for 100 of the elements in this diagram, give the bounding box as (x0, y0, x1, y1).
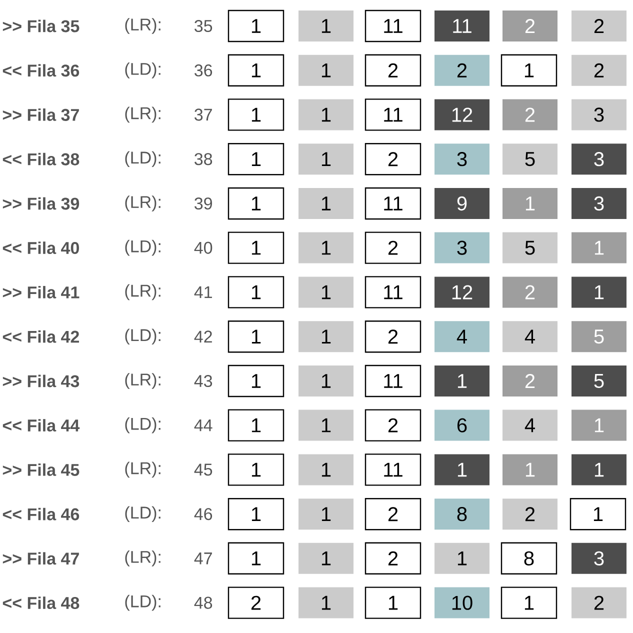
stitch-count-box: 11 (364, 364, 422, 398)
row-number: 40 (194, 242, 212, 254)
stitch-count-box: 4 (502, 410, 558, 441)
stitch-count-box: 1 (572, 410, 626, 441)
stitch-count-box: 9 (434, 188, 490, 219)
direction-label: (LR): (125, 284, 160, 300)
stitch-count-box: 2 (572, 587, 626, 618)
stitch-count-box: 1 (298, 232, 354, 264)
stitch-count-box: 6 (434, 410, 490, 441)
row-number: 46 (194, 508, 212, 520)
stitch-count-box: 11 (434, 10, 490, 42)
stitch-count-box: 1 (228, 498, 284, 530)
stitch-count-box: 1 (364, 586, 422, 619)
stitch-count-box: 8 (500, 542, 558, 574)
stitch-count-box: 2 (364, 54, 422, 86)
stitch-count-box: 1 (298, 454, 354, 486)
stitch-count-box: 5 (502, 232, 558, 264)
stitch-count-box: 2 (364, 320, 422, 353)
stitch-count-box: 3 (434, 232, 490, 264)
direction-label: (LR): (125, 196, 160, 212)
stitch-count-box: 1 (298, 587, 354, 618)
stitch-count-box: 11 (364, 187, 422, 220)
stitch-count-box: 2 (572, 10, 626, 42)
stitch-count-box: 1 (228, 542, 284, 574)
stitch-count-box: 1 (228, 364, 284, 398)
direction-label: (LD): (125, 151, 160, 168)
direction-label: (LR): (125, 550, 160, 566)
row-label: >> Fila 43 (2, 374, 80, 388)
stitch-count-box: 2 (364, 232, 422, 264)
stitch-count-box: 12 (434, 276, 490, 308)
stitch-count-box: 2 (228, 586, 284, 619)
stitch-count-box: 12 (434, 99, 490, 130)
stitch-count-box: 1 (228, 98, 284, 131)
stitch-count-box: 1 (228, 10, 284, 42)
stitch-count-box: 1 (228, 232, 284, 264)
stitch-count-box: 1 (434, 542, 490, 574)
stitch-count-box: 5 (572, 366, 626, 396)
stitch-count-box: 1 (572, 232, 626, 264)
row-label: >> Fila 47 (2, 552, 79, 565)
stitch-count-box: 11 (364, 10, 422, 42)
row-label: << Fila 40 (2, 242, 79, 254)
stitch-count-box: 2 (502, 99, 558, 130)
row-number: 39 (194, 197, 212, 210)
stitch-count-box: 2 (364, 498, 422, 530)
stitch-count-box: 1 (572, 276, 626, 308)
row-label: << Fila 38 (2, 152, 80, 166)
stitch-count-box: 1 (298, 542, 354, 574)
row-number: 42 (194, 330, 212, 343)
row-number: 48 (194, 596, 212, 609)
stitch-count-box: 1 (228, 187, 284, 220)
row-label: << Fila 42 (2, 330, 79, 343)
stitch-count-box: 2 (364, 542, 422, 574)
stitch-count-box: 2 (434, 54, 490, 86)
direction-label: (LD): (125, 594, 160, 611)
stitch-count-box: 1 (500, 54, 558, 86)
stitch-count-box: 10 (434, 587, 490, 618)
stitch-count-box: 2 (502, 10, 558, 42)
stitch-count-box: 1 (298, 99, 354, 130)
row-label: >> Fila 37 (2, 108, 79, 121)
row-label: >> Fila 41 (2, 286, 80, 298)
stitch-count-box: 1 (500, 586, 558, 619)
stitch-count-box: 1 (228, 320, 284, 353)
direction-label: (LR): (125, 18, 160, 34)
row-number: 35 (194, 20, 212, 32)
row-label: << Fila 36 (2, 64, 80, 77)
row-label: >> Fila 35 (2, 20, 80, 32)
stitch-count-box: 4 (434, 321, 490, 352)
stitch-count-box: 1 (228, 143, 284, 176)
stitch-count-box: 1 (572, 454, 626, 486)
stitch-count-box: 1 (570, 498, 626, 530)
row-label: << Fila 44 (2, 419, 80, 432)
row-label: >> Fila 39 (2, 197, 80, 210)
direction-label: (LD): (125, 506, 160, 522)
row-number: 37 (194, 108, 212, 121)
direction-label: (LD): (125, 240, 160, 256)
stitch-count-box: 1 (434, 366, 490, 396)
stitch-count-box: 1 (228, 276, 284, 308)
row-number: 38 (194, 153, 212, 166)
stitch-count-box: 3 (572, 542, 626, 574)
direction-label: (LR): (125, 106, 160, 123)
stitch-count-box: 1 (298, 144, 354, 175)
stitch-count-box: 1 (298, 321, 354, 352)
stitch-count-box: 1 (298, 366, 354, 396)
row-number: 36 (194, 64, 212, 76)
stitch-count-box: 11 (364, 276, 422, 308)
stitch-count-box: 5 (572, 321, 626, 352)
row-number: 45 (194, 464, 212, 476)
stitch-count-box: 11 (364, 454, 422, 486)
stitch-count-box: 1 (228, 454, 284, 486)
stitch-count-box: 11 (364, 98, 422, 131)
stitch-count-box: 1 (434, 454, 490, 486)
stitch-count-box: 2 (502, 498, 558, 530)
stitch-count-box: 1 (502, 454, 558, 486)
stitch-count-box: 1 (228, 54, 284, 86)
stitch-count-box: 5 (502, 144, 558, 175)
direction-label: (LD): (125, 62, 160, 78)
row-number: 43 (194, 374, 212, 388)
stitch-count-box: 3 (572, 188, 626, 219)
stitch-count-box: 4 (502, 321, 558, 352)
stitch-count-box: 3 (572, 144, 626, 175)
